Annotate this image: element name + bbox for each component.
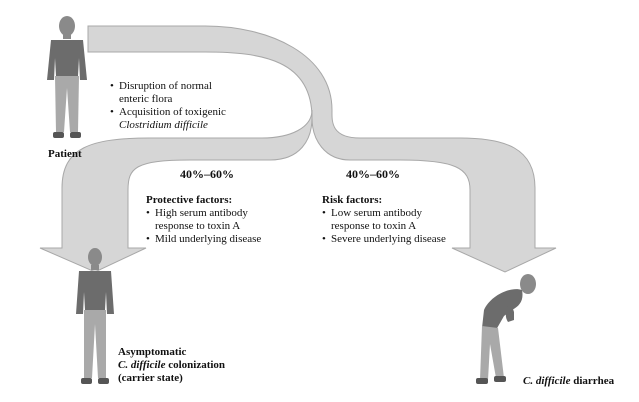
protective-factors-heading: Protective factors: [146,194,233,206]
carrier-shoe-right [98,378,109,384]
patient-shoe-left [53,132,64,138]
sick-patient-shoe-left [476,378,488,384]
patient-bullet: Disruption of normal enteric flora [110,80,226,106]
risk-factor-line: Severe underlying disease [331,233,446,245]
carrier-shirt [76,271,114,314]
diarrhea-outcome-label: C. difficile diarrhea [523,375,614,388]
patient-bullet-line: Clostridium difficile [119,119,208,131]
sick-patient-shirt [482,289,523,330]
carrier-outcome-line: Asymptomatic [118,346,187,358]
risk-factor-line: Low serum antibody [331,207,423,219]
patient-bullet-line: Acquisition of toxigenic [119,106,226,118]
patient-bullet: Acquisition of toxigenic Clostridium dif… [110,106,226,132]
carrier-figure [76,248,114,384]
patient-head [59,16,75,36]
sick-patient-shoe-right [494,376,506,382]
carrier-neck [91,265,99,270]
organism-name: C. difficile [523,375,571,387]
patient-shoe-right [70,132,81,138]
protective-factor-line: response to toxin A [155,220,241,232]
risk-factor-item: Low serum antibody response to toxin A [322,207,446,233]
protective-factors-list: High serum antibody response to toxin A … [146,207,261,246]
carrier-outcome-text: colonization [165,359,226,371]
patient-bullets: Disruption of normal enteric flora Acqui… [110,80,226,132]
patient-shirt [47,40,87,80]
risk-factors-heading: Risk factors: [322,194,383,206]
protective-factors-block: Protective factors: High serum antibody … [146,194,261,246]
patient-bullet-line: Disruption of normal [119,80,212,92]
carrier-shoe-left [81,378,92,384]
sick-patient-arm [505,300,514,322]
risk-factors-list: Low serum antibody response to toxin A S… [322,207,446,246]
carrier-pants [84,310,106,378]
protective-factor-line: Mild underlying disease [155,233,262,245]
risk-factor-item: Severe underlying disease [322,233,446,246]
protective-factor-item: High serum antibody response to toxin A [146,207,261,233]
risk-factors-block: Risk factors: Low serum antibody respons… [322,194,446,246]
sick-patient-head [520,274,536,294]
right-percent-label: 40%–60% [346,167,400,181]
carrier-head [88,248,102,266]
organism-name: C. difficile [118,359,166,371]
protective-factor-item: Mild underlying disease [146,233,261,246]
carrier-outcome-line: C. difficile colonization [118,359,225,372]
patient-label: Patient [48,148,82,160]
carrier-outcome-label: Asymptomatic C. difficile colonization (… [118,346,225,385]
diarrhea-outcome-text: diarrhea [570,375,615,387]
patient-bullet-line: enteric flora [119,93,173,105]
patient-pants [55,76,79,132]
sick-patient-figure [476,274,536,384]
patient-neck [63,34,71,39]
protective-factor-line: High serum antibody [155,207,248,219]
left-percent-label: 40%–60% [180,167,234,181]
sick-patient-pants [480,326,504,380]
arrow-left-branch [39,109,313,273]
patient-figure [47,16,87,138]
carrier-outcome-line: (carrier state) [118,372,183,384]
risk-factor-line: response to toxin A [331,220,417,232]
